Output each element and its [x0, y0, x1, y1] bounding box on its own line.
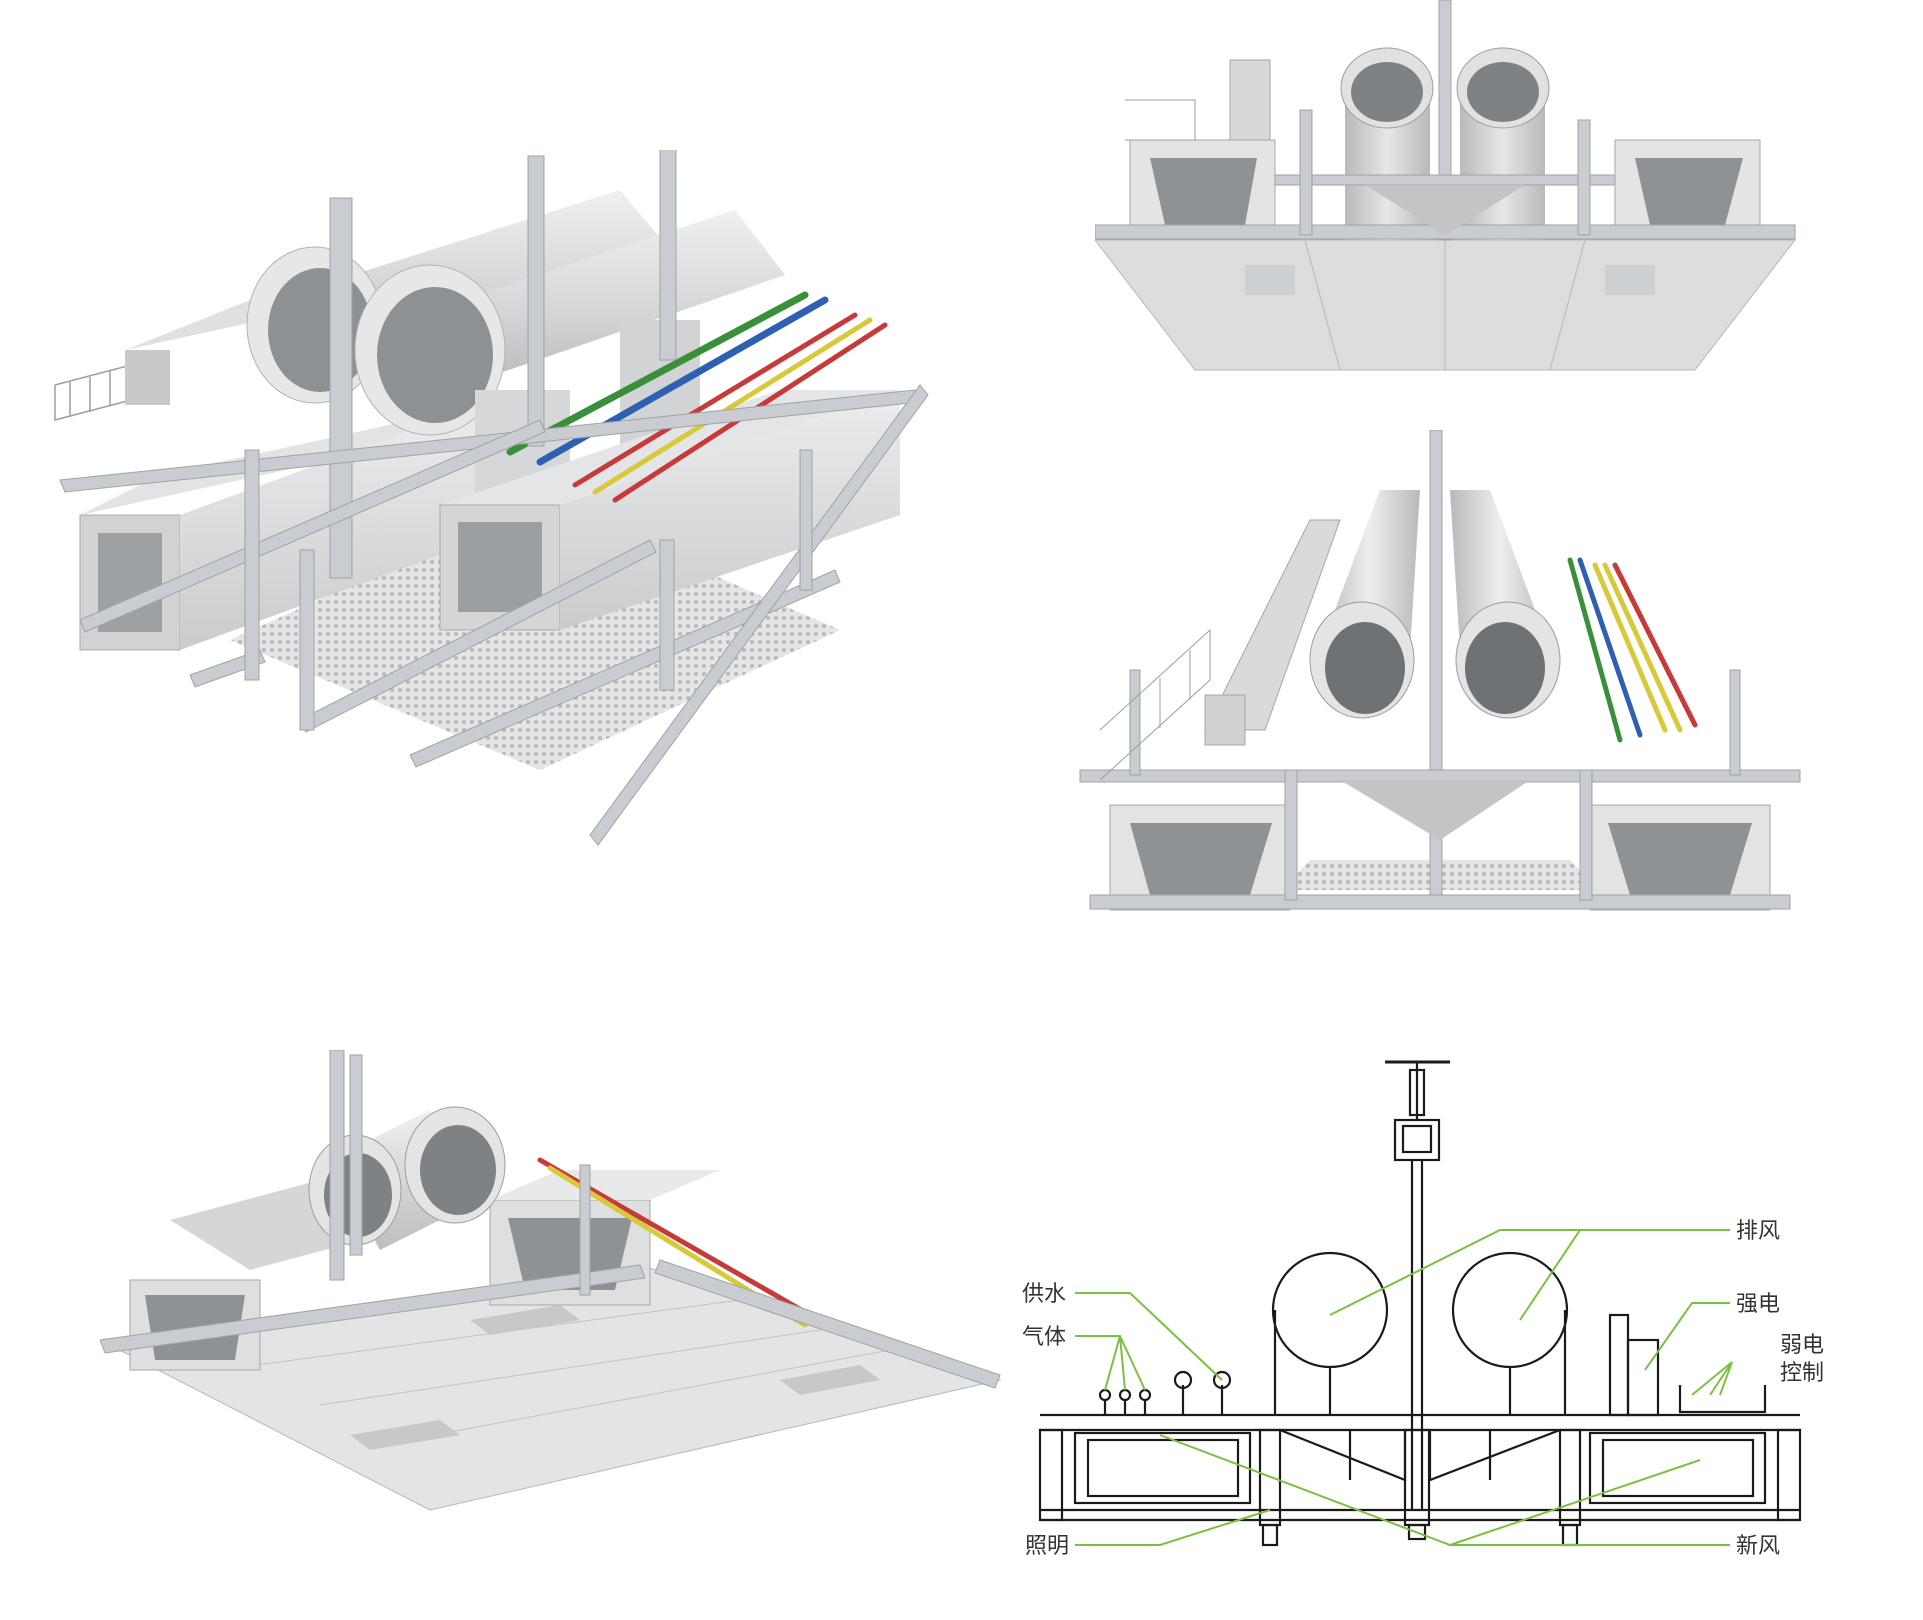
round-pipe-2 — [354, 210, 785, 436]
label-fresh-air: 新风 — [1736, 1534, 1780, 1559]
label-control: 控制 — [1780, 1361, 1824, 1386]
render-front-top — [1095, 0, 1815, 390]
label-strong-power: 强电 — [1736, 1292, 1780, 1317]
label-gas: 气体 — [1022, 1325, 1066, 1350]
label-exhaust: 排风 — [1736, 1219, 1780, 1244]
label-water-supply: 供水 — [1022, 1282, 1066, 1307]
render-iso-top — [20, 150, 1150, 900]
service-pipes — [506, 291, 888, 503]
render-front-perspective — [1040, 430, 1830, 950]
section-diagram: 排风 供水 气体 强电 弱电 控制 照明 新风 — [1020, 1040, 1860, 1620]
label-weak-power: 弱电 — [1780, 1333, 1824, 1358]
label-lighting: 照明 — [1025, 1534, 1069, 1559]
aluminum-frame — [59, 150, 929, 846]
render-underside — [100, 1050, 1020, 1520]
